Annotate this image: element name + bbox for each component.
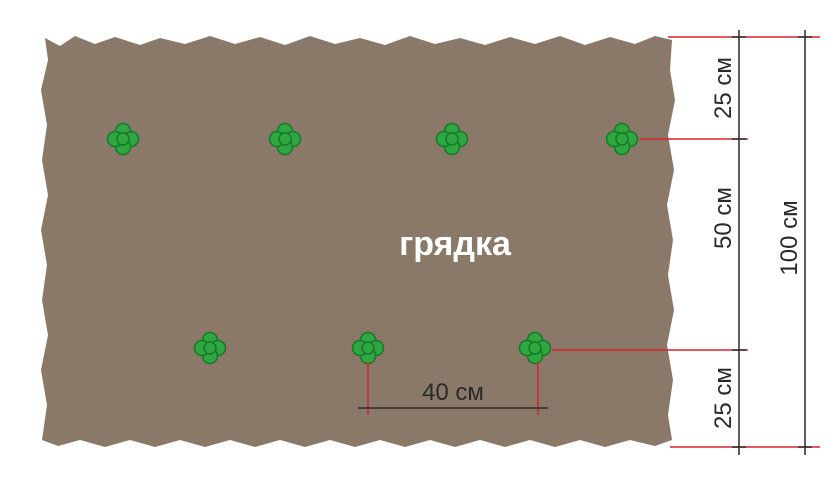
dimension-lines	[552, 30, 820, 455]
garden-bed-soil	[41, 36, 675, 447]
top-margin-label: 25 см	[710, 57, 737, 119]
bed-label: грядка	[399, 225, 512, 263]
plant-spacing-label: 40 см	[422, 379, 484, 406]
plant-spacing-dimension: 40 см	[358, 362, 548, 415]
row-spacing-label: 50 см	[710, 187, 737, 249]
total-width-label: 100 см	[776, 200, 803, 275]
bottom-margin-label: 25 см	[710, 367, 737, 429]
